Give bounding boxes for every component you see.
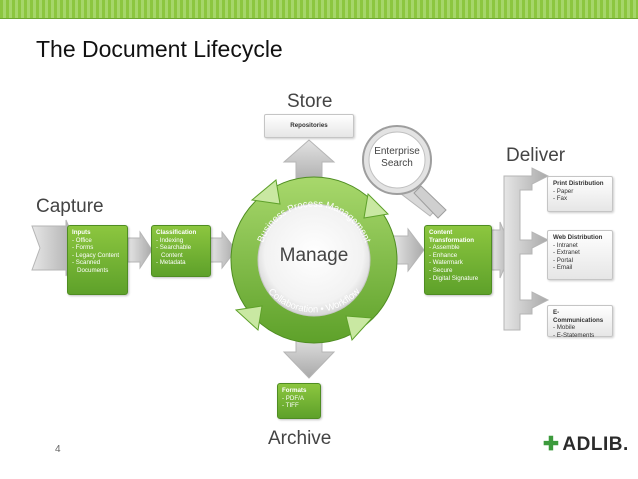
store-label: Store	[287, 91, 333, 112]
classification-item: Metadata	[156, 259, 206, 267]
transformation-header2: Transformation	[429, 236, 475, 244]
archive-label: Archive	[268, 428, 332, 449]
classification-item: Indexing	[156, 237, 206, 245]
inputs-item: Office	[72, 237, 123, 245]
manage-circle-inner	[257, 203, 371, 317]
transformation-box: Content Transformation Assemble Enhance …	[424, 225, 492, 295]
classification-item: Searchable	[156, 244, 206, 252]
formats-item: PDF/A	[282, 395, 316, 403]
ring-label-top: Business Process Management	[255, 199, 372, 245]
web-distribution-item: Intranet	[553, 242, 607, 250]
transformation-header1: Content	[429, 229, 453, 236]
classification-header: Classification	[156, 229, 197, 236]
web-distribution-header: Web Distribution	[553, 234, 603, 241]
logo-plus-icon: ✚	[543, 434, 560, 455]
formats-box: Formats PDF/A TIFF	[277, 383, 321, 419]
inputs-item: Forms	[72, 244, 123, 252]
transformation-item: Digital Signature	[429, 275, 487, 283]
deliver-label: Deliver	[506, 145, 566, 166]
logo-text: ADLIB.	[562, 434, 629, 455]
classification-to-manage-arrow	[209, 230, 237, 270]
page-number: 4	[55, 444, 61, 455]
repositories-label: Repositories	[290, 122, 328, 129]
e-communications-item: E-Statements	[553, 332, 607, 340]
inputs-to-classification-arrow	[127, 230, 153, 270]
ring-arrow-nw	[250, 179, 281, 205]
print-distribution-header: Print Distribution	[553, 180, 604, 187]
search-magnifier-handle	[413, 185, 447, 219]
manage-label: Manage	[279, 245, 349, 266]
web-distribution-item: Portal	[553, 257, 607, 265]
classification-box: Classification Indexing Searchable Conte…	[151, 225, 211, 277]
transformation-item: Secure	[429, 267, 487, 275]
ring-arrow-sw	[234, 305, 263, 331]
inputs-item: Scanned	[72, 259, 123, 267]
formats-header: Formats	[282, 387, 307, 394]
formats-item: TIFF	[282, 402, 316, 410]
inputs-box: Inputs Office Forms Legacy Content Scann…	[67, 225, 128, 295]
adlib-logo: ✚ADLIB.	[543, 433, 629, 456]
repositories-box: Repositories	[264, 114, 354, 138]
ring-arrow-ne	[363, 192, 390, 219]
ring-label-bottom: Collaboration • Workflow	[266, 286, 363, 315]
web-distribution-item: Extranet	[553, 249, 607, 257]
ring-arrow-se	[345, 315, 374, 342]
inputs-item-cont: Documents	[77, 266, 109, 274]
web-distribution-box: Web Distribution Intranet Extranet Porta…	[547, 230, 613, 280]
web-distribution-item: Email	[553, 264, 607, 272]
classification-item-cont: Content	[161, 251, 183, 259]
e-communications-item: Mobile	[553, 324, 607, 332]
transformation-item: Enhance	[429, 252, 487, 260]
deliver-fan	[503, 167, 550, 331]
transformation-item: Assemble	[429, 244, 487, 252]
enterprise-search-line2: Search	[381, 158, 413, 169]
slide-title: The Document Lifecycle	[36, 36, 283, 62]
print-distribution-item: Paper	[553, 188, 607, 196]
e-communications-header: E-Communications	[553, 309, 604, 324]
e-communications-box: E-Communications Mobile E-Statements	[547, 305, 613, 340]
search-magnifier-glass	[368, 131, 426, 189]
print-distribution-item: Fax	[553, 195, 607, 203]
top-stripe-bar	[0, 0, 638, 19]
capture-label: Capture	[36, 196, 104, 217]
inputs-item: Legacy Content	[72, 252, 123, 260]
print-distribution-box: Print Distribution Paper Fax	[547, 176, 613, 212]
enterprise-search-line1: Enterprise	[374, 146, 420, 157]
capture-arrow	[31, 219, 79, 277]
enterprise-search-label: Enterprise Search	[368, 146, 426, 170]
transformation-item: Watermark	[429, 259, 487, 267]
inputs-header: Inputs	[72, 229, 91, 236]
